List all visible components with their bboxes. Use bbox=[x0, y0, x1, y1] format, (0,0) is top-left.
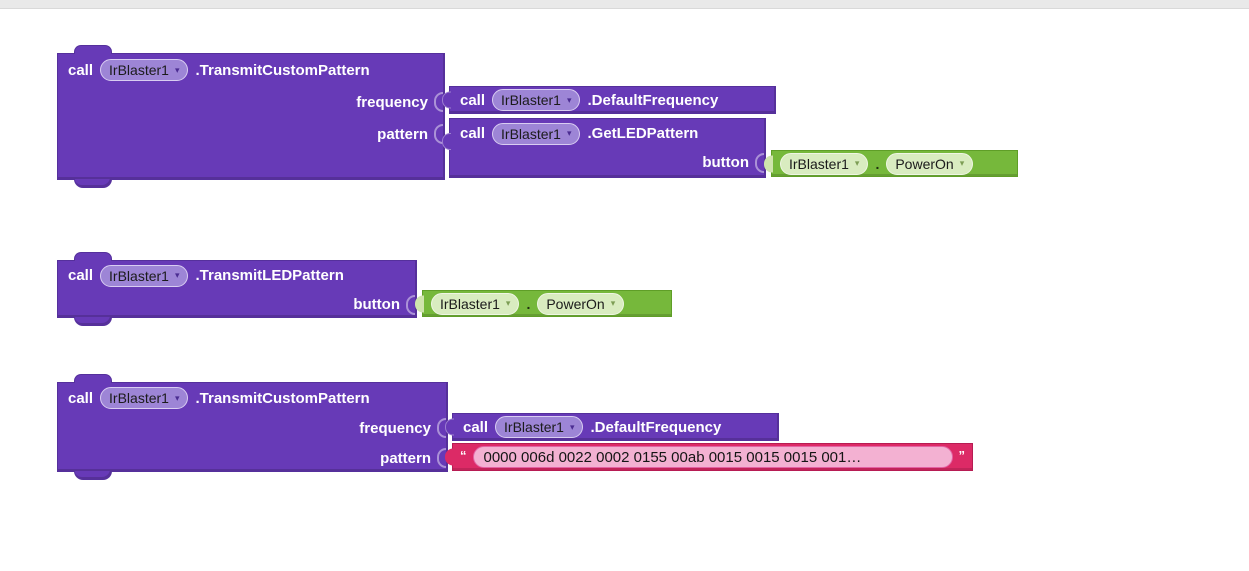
param-label-frequency: frequency bbox=[359, 419, 431, 437]
socket-notch bbox=[434, 124, 443, 144]
call-keyword: call bbox=[68, 61, 94, 79]
component-name: IrBlaster1 bbox=[440, 295, 500, 312]
component-dropdown[interactable]: IrBlaster1 ▾ bbox=[100, 264, 189, 287]
dropdown-arrow-icon: ▾ bbox=[174, 392, 180, 403]
call-keyword: call bbox=[68, 267, 94, 284]
prev-connector-bump bbox=[74, 374, 112, 383]
property-dropdown[interactable]: PowerOn ▾ bbox=[537, 292, 625, 315]
component-name: IrBlaster1 bbox=[501, 92, 561, 108]
method-label: .DefaultFrequency bbox=[590, 418, 722, 436]
call-keyword: call bbox=[460, 125, 486, 142]
dropdown-arrow-icon: ▾ bbox=[566, 94, 572, 105]
dropdown-arrow-icon: ▾ bbox=[566, 128, 572, 138]
component-dropdown[interactable]: IrBlaster1 ▾ bbox=[492, 89, 581, 111]
string-text-field[interactable]: 0000 006d 0022 0002 0155 00ab 0015 0015 … bbox=[472, 446, 953, 468]
method-label: .TransmitCustomPattern bbox=[195, 389, 370, 407]
call-keyword: call bbox=[68, 389, 94, 407]
plug-tab bbox=[445, 448, 454, 466]
component-dropdown[interactable]: IrBlaster1 ▾ bbox=[431, 292, 520, 315]
socket-notch bbox=[434, 92, 443, 112]
component-name: IrBlaster1 bbox=[789, 155, 849, 172]
method-label: .DefaultFrequency bbox=[587, 91, 719, 109]
prev-connector-bump bbox=[74, 252, 112, 261]
plug-tab bbox=[442, 133, 451, 150]
dot-separator: . bbox=[875, 155, 880, 172]
param-label-button: button bbox=[702, 154, 749, 171]
call-keyword: call bbox=[463, 418, 489, 436]
component-name: IrBlaster1 bbox=[109, 62, 169, 78]
component-dropdown[interactable]: IrBlaster1 ▾ bbox=[780, 152, 869, 175]
socket-notch bbox=[755, 152, 764, 173]
dropdown-arrow-icon: ▾ bbox=[174, 64, 180, 75]
component-name: IrBlaster1 bbox=[109, 267, 169, 284]
component-dropdown[interactable]: IrBlaster1 ▾ bbox=[100, 387, 189, 409]
block-transmit-custom-pattern-1[interactable]: call IrBlaster1 ▾ .TransmitCustomPattern… bbox=[57, 45, 445, 188]
call-keyword: call bbox=[460, 91, 486, 109]
method-label: .TransmitCustomPattern bbox=[195, 61, 370, 79]
param-label-pattern: pattern bbox=[377, 125, 428, 143]
dropdown-arrow-icon: ▾ bbox=[610, 298, 616, 308]
param-label-pattern: pattern bbox=[380, 449, 431, 467]
component-name: IrBlaster1 bbox=[504, 419, 564, 435]
block-transmit-custom-pattern-2[interactable]: call IrBlaster1 ▾ .TransmitCustomPattern… bbox=[57, 374, 448, 480]
dropdown-arrow-icon: ▾ bbox=[569, 421, 575, 432]
block-default-frequency-2[interactable]: call IrBlaster1 ▾ .DefaultFrequency bbox=[445, 413, 779, 441]
dot-separator: . bbox=[526, 295, 531, 312]
property-name: PowerOn bbox=[546, 295, 605, 312]
dropdown-arrow-icon: ▾ bbox=[174, 270, 180, 280]
socket-notch bbox=[437, 448, 446, 468]
block-property-power-on-2[interactable]: IrBlaster1 ▾ . PowerOn ▾ bbox=[415, 290, 672, 317]
prev-connector-bump bbox=[74, 45, 112, 54]
dropdown-arrow-icon: ▾ bbox=[854, 158, 860, 168]
component-dropdown[interactable]: IrBlaster1 ▾ bbox=[492, 122, 581, 145]
param-label-button: button bbox=[353, 296, 400, 313]
plug-tab bbox=[442, 91, 451, 109]
next-connector-bump bbox=[74, 179, 112, 188]
plug-tab bbox=[445, 418, 454, 436]
block-text-string[interactable]: “ 0000 006d 0022 0002 0155 00ab 0015 001… bbox=[445, 443, 973, 471]
horizontal-scrollbar[interactable] bbox=[0, 0, 1249, 9]
block-get-led-pattern[interactable]: call IrBlaster1 ▾ .GetLEDPattern button bbox=[442, 118, 766, 178]
method-label: .GetLEDPattern bbox=[587, 125, 699, 142]
socket-notch bbox=[437, 418, 446, 438]
block-default-frequency-1[interactable]: call IrBlaster1 ▾ .DefaultFrequency bbox=[442, 86, 776, 114]
plug-tab bbox=[415, 295, 424, 312]
property-dropdown[interactable]: PowerOn ▾ bbox=[886, 152, 974, 175]
dropdown-arrow-icon: ▾ bbox=[959, 158, 965, 168]
string-open-quote: “ bbox=[460, 447, 467, 463]
property-name: PowerOn bbox=[895, 155, 954, 172]
plug-tab bbox=[764, 155, 773, 172]
dropdown-arrow-icon: ▾ bbox=[505, 298, 511, 308]
socket-notch bbox=[406, 294, 415, 315]
block-property-power-on-1[interactable]: IrBlaster1 ▾ . PowerOn ▾ bbox=[764, 150, 1018, 177]
component-name: IrBlaster1 bbox=[501, 125, 561, 142]
component-name: IrBlaster1 bbox=[109, 390, 169, 406]
component-dropdown[interactable]: IrBlaster1 ▾ bbox=[100, 59, 189, 81]
component-dropdown[interactable]: IrBlaster1 ▾ bbox=[495, 416, 584, 438]
param-label-frequency: frequency bbox=[356, 93, 428, 111]
method-label: .TransmitLEDPattern bbox=[195, 267, 344, 284]
block-transmit-led-pattern[interactable]: call IrBlaster1 ▾ .TransmitLEDPattern bu… bbox=[57, 252, 417, 326]
string-close-quote: ” bbox=[958, 447, 966, 463]
